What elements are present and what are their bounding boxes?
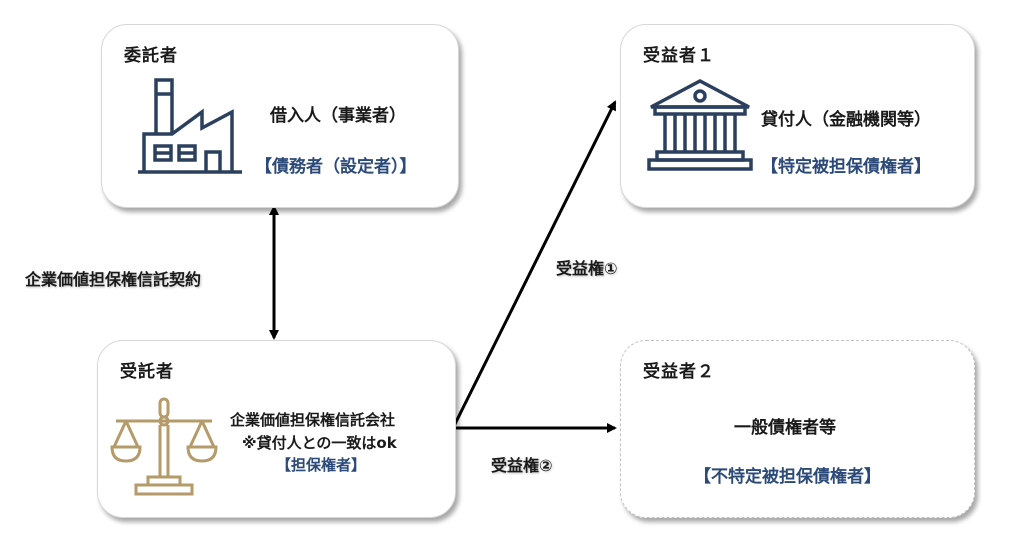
- scales-icon: [110, 397, 218, 496]
- bank-icon: [647, 79, 753, 171]
- beneficiary1-name: 貸付人（金融機関等）: [761, 110, 931, 130]
- beneficiary2-title: 受益者２: [643, 362, 715, 382]
- settlor-name: 借入人（事業者）: [270, 106, 406, 126]
- settlor-box: 委託者 借入人（事業者） 【債務者（設定者）】: [101, 24, 459, 208]
- settlor-title: 委託者: [124, 46, 178, 66]
- trustee-title: 受託者: [120, 362, 174, 382]
- beneficiary2-role: 【不特定被担保債権者】: [694, 467, 881, 487]
- beneficial-right-1-label: 受益権①: [556, 259, 618, 278]
- trustee-name: 企業価値担保権信託会社: [230, 411, 396, 429]
- beneficial-right-2-label: 受益権②: [491, 456, 553, 475]
- beneficiary2-box: 受益者２ 一般債権者等 【不特定被担保債権者】: [620, 340, 975, 518]
- beneficiary1-title: 受益者１: [643, 46, 715, 66]
- beneficiary1-role: 【特定被担保債権者】: [761, 157, 931, 177]
- trustee-box: 受託者 企業価値担保権信託会社 ※貸付人との一致はok 【担保権者】: [97, 340, 456, 518]
- trustee-role: 【担保権者】: [276, 456, 367, 474]
- trust-contract-label: 企業価値担保権信託契約: [25, 270, 202, 289]
- trustee-note: ※貸付人との一致はok: [242, 434, 397, 452]
- factory-icon: [138, 78, 242, 174]
- beneficiary1-box: 受益者１ 貸付人（金融機関等） 【特定被担保債権者】: [620, 24, 975, 208]
- beneficiary2-name: 一般債権者等: [734, 418, 836, 438]
- settlor-role: 【債務者（設定者）】: [255, 157, 417, 177]
- beneficial-right-1-arrow: [451, 100, 617, 429]
